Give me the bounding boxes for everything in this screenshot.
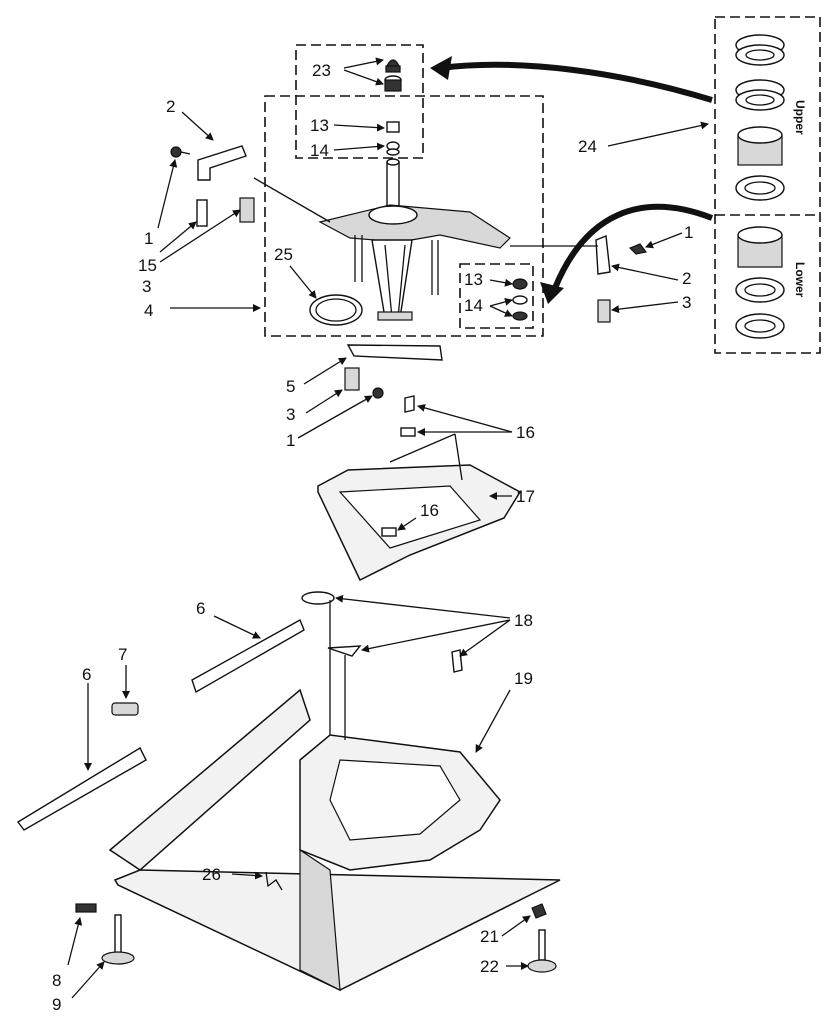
braces-and-spring: [16, 619, 305, 831]
callout-15: 15: [138, 256, 157, 275]
callout-18: 18: [514, 611, 533, 630]
right-bracket-parts: [510, 235, 648, 323]
suspension-assembly-box: [264, 95, 544, 337]
callout-17: 17: [516, 487, 535, 506]
callout-numbers: 23 13 14 2 1 15 3 4 25 13 14 24 1 2 3 5 …: [52, 61, 693, 1014]
callout-7: 7: [118, 645, 127, 664]
ring-seal: [309, 294, 363, 326]
callout-14-lower: 14: [464, 296, 483, 315]
bearing-kit-box: Upper Lower: [714, 16, 821, 354]
callout-1-center: 1: [286, 431, 295, 450]
left-leg-parts: [75, 903, 135, 965]
callout-25: 25: [274, 245, 293, 264]
callout-13-lower: 13: [464, 270, 483, 289]
lower-bearing-group-box: [459, 263, 534, 329]
callout-21: 21: [480, 927, 499, 946]
callout-4: 4: [144, 301, 153, 320]
upper-bearing-group-box: [295, 44, 424, 159]
callout-13-upper: 13: [310, 116, 329, 135]
hook-part: [265, 871, 283, 891]
callout-3-right: 3: [682, 293, 691, 312]
callout-23: 23: [312, 61, 331, 80]
callout-14-upper: 14: [310, 141, 329, 160]
callout-3-left: 3: [142, 277, 151, 296]
lower-small-bearings: [512, 278, 528, 321]
callout-26: 26: [202, 865, 221, 884]
callout-2-right: 2: [682, 269, 691, 288]
right-leg-parts: [527, 903, 557, 973]
lower-bearing-rings: [735, 226, 785, 339]
kit-arrows: [430, 56, 714, 304]
leader-lines: [67, 57, 709, 999]
callout-19: 19: [514, 669, 533, 688]
callout-6-lower: 6: [82, 665, 91, 684]
callout-3-center: 3: [286, 405, 295, 424]
lower-label: Lower: [793, 262, 807, 298]
base-frame: [108, 600, 561, 992]
tub-support-frame: [317, 395, 522, 582]
suspension-spider-assembly: [318, 158, 511, 321]
callout-22: 22: [480, 957, 499, 976]
callout-8: 8: [52, 971, 61, 990]
callout-24: 24: [578, 137, 597, 156]
upper-bearing-rings: [735, 34, 785, 201]
callout-16-lower: 16: [420, 501, 439, 520]
callout-1-left: 1: [144, 229, 153, 248]
left-bracket-parts: [170, 145, 331, 227]
callout-16-upper: 16: [516, 423, 535, 442]
callout-1-right: 1: [684, 223, 693, 242]
upper-label: Upper: [793, 100, 807, 135]
upper-small-bearings: [384, 59, 402, 156]
callout-5: 5: [286, 377, 295, 396]
callout-6-upper: 6: [196, 599, 205, 618]
callout-9: 9: [52, 995, 61, 1014]
callout-2-left: 2: [166, 97, 175, 116]
center-bracket-parts: [344, 344, 443, 399]
pads-18: [301, 591, 463, 673]
